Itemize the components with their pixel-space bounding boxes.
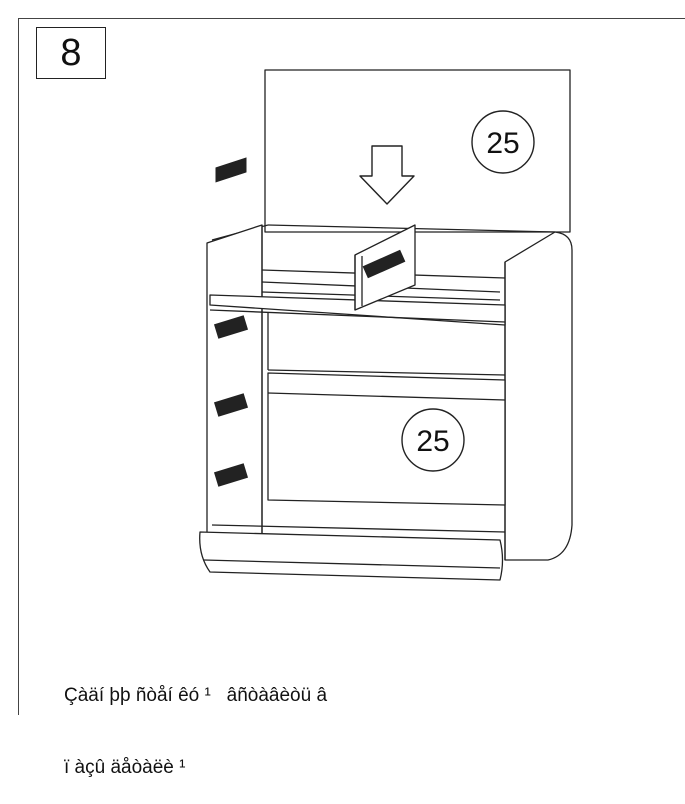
hinge-plate-3 [213, 393, 249, 417]
hinge-plate-4 [213, 463, 249, 487]
step-number-box: 8 [36, 27, 106, 79]
caption-line-1: Çàäí þþ ñòåí êó ¹ âñòàâèòü â [64, 685, 328, 706]
callout-circle-front [401, 408, 465, 472]
insert-arrow-icon [359, 145, 415, 205]
front-drawer-panel [267, 372, 506, 506]
back-panel [264, 69, 571, 233]
right-side-panel [504, 231, 573, 561]
assembly-drawing: 25 25 [199, 69, 573, 581]
hinge-plate-1 [215, 157, 247, 183]
callout-label-front: 25 [416, 425, 449, 458]
step-number: 8 [60, 31, 82, 74]
instruction-frame [18, 18, 685, 715]
left-side-panel [206, 224, 263, 541]
callout-circle-top [471, 110, 535, 174]
divider-hinge-plate [362, 249, 406, 279]
instruction-caption: Çàäí þþ ñòåí êó ¹ âñòàâèòü â ï àçû äåòàë… [64, 636, 327, 804]
upper-shelf [209, 294, 506, 326]
caption-line-2: ï àçû äåòàëè ¹ [64, 757, 186, 778]
hinge-plate-2 [213, 315, 249, 339]
callout-label-top: 25 [486, 127, 519, 160]
base-plinth [199, 531, 504, 581]
